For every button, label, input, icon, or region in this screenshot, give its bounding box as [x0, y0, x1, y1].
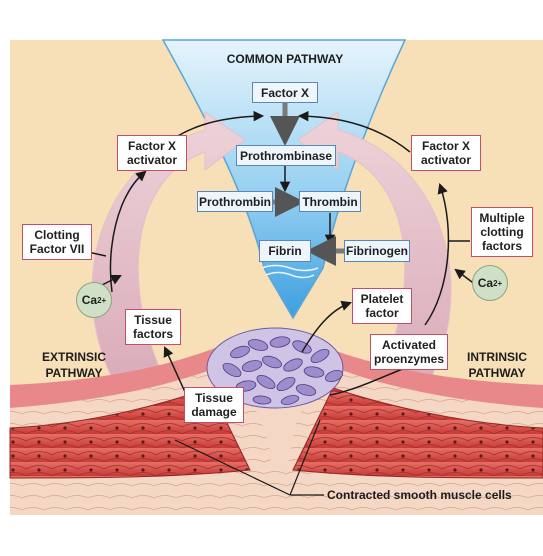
tissue-damage-box: Tissue damage: [184, 387, 244, 423]
extrinsic-factor-x-activator-line1: Factor X: [127, 139, 176, 153]
intrinsic-pathway-title: INTRINSIC PATHWAY: [452, 349, 542, 381]
activated-proenzymes-line2: proenzymes: [373, 352, 445, 366]
tissue-damage-line2: damage: [191, 405, 237, 419]
tissue-factors-line2: factors: [132, 327, 173, 341]
tissue-factors-line1: Tissue: [134, 313, 172, 327]
extrinsic-pathway-title: EXTRINSIC PATHWAY: [24, 349, 124, 381]
smooth-muscle-right: [292, 387, 543, 479]
calcium-ion-intrinsic-base: Ca: [477, 276, 494, 290]
calcium-ion-extrinsic-base: Ca: [81, 293, 98, 307]
prothrombinase-box: Prothrombinase: [236, 145, 336, 166]
intrinsic-factor-x-activator-line1: Factor X: [421, 139, 470, 153]
multiple-clotting-line1: Multiple: [479, 211, 525, 225]
line-to-activated-proenzymes: [329, 367, 406, 396]
caption-leader-right: [289, 419, 321, 496]
extrinsic-factor-x-activator-line2: activator: [126, 153, 178, 167]
platelet-factor-line2: factor: [365, 306, 399, 320]
calcium-ion-extrinsic-charge: 2+: [97, 295, 107, 305]
intrinsic-title-line2: PATHWAY: [468, 366, 526, 380]
caption-leader-left: [174, 439, 291, 496]
multiple-clotting-line2: clotting: [480, 225, 524, 239]
intrinsic-factor-x-activator-line2: activator: [420, 153, 472, 167]
platelet-factor-line1: Platelet: [360, 292, 404, 306]
fibrin-box: Fibrin: [259, 240, 311, 262]
calcium-ion-intrinsic-charge: 2+: [493, 278, 503, 288]
arrow-damage-to-tissue-factors: [163, 346, 186, 393]
intrinsic-factor-x-activator-box: Factor X activator: [411, 135, 481, 171]
extrinsic-title-line1: EXTRINSIC: [41, 350, 106, 364]
arrow-intrinsic-activator-to-factorx: [297, 110, 411, 153]
tissue-factors-box: Tissue factors: [125, 309, 181, 345]
multiple-clotting-line3: factors: [481, 239, 522, 253]
arrow-intrinsic-up: [424, 183, 450, 326]
platelet-cells: [222, 336, 344, 405]
extrinsic-title-line2: PATHWAY: [45, 366, 103, 380]
activated-proenzymes-line1: Activated: [381, 338, 437, 352]
multiple-clotting-factors-box: Multiple clotting factors: [471, 207, 533, 257]
activated-proenzymes-box: Activated proenzymes: [370, 334, 448, 370]
tissue-damage-line1: Tissue: [195, 391, 233, 405]
prothrombin-box: Prothrombin: [197, 191, 273, 212]
extrinsic-factor-x-activator-box: Factor X activator: [117, 135, 187, 171]
arrow-plug-to-platelet-factor: [301, 300, 352, 353]
smooth-muscle-caption: Contracted smooth muscle cells: [327, 488, 512, 502]
arrow-extrinsic-up: [109, 170, 147, 293]
platelet-factor-box: Platelet factor: [352, 288, 412, 324]
intrinsic-title-line1: INTRINSIC: [467, 350, 527, 364]
fibrinogen-box: Fibrinogen: [344, 240, 410, 262]
clotting-factor-vii-box: Clotting Factor VII: [22, 224, 92, 260]
thrombin-box: Thrombin: [299, 191, 361, 212]
clotting-factor-vii-line2: Factor VII: [29, 242, 85, 256]
clotting-factor-vii-line1: Clotting: [34, 228, 80, 242]
common-pathway-funnel: [161, 39, 407, 320]
common-pathway-title: COMMON PATHWAY: [226, 52, 344, 66]
factor-x-box: Factor X: [252, 82, 318, 103]
